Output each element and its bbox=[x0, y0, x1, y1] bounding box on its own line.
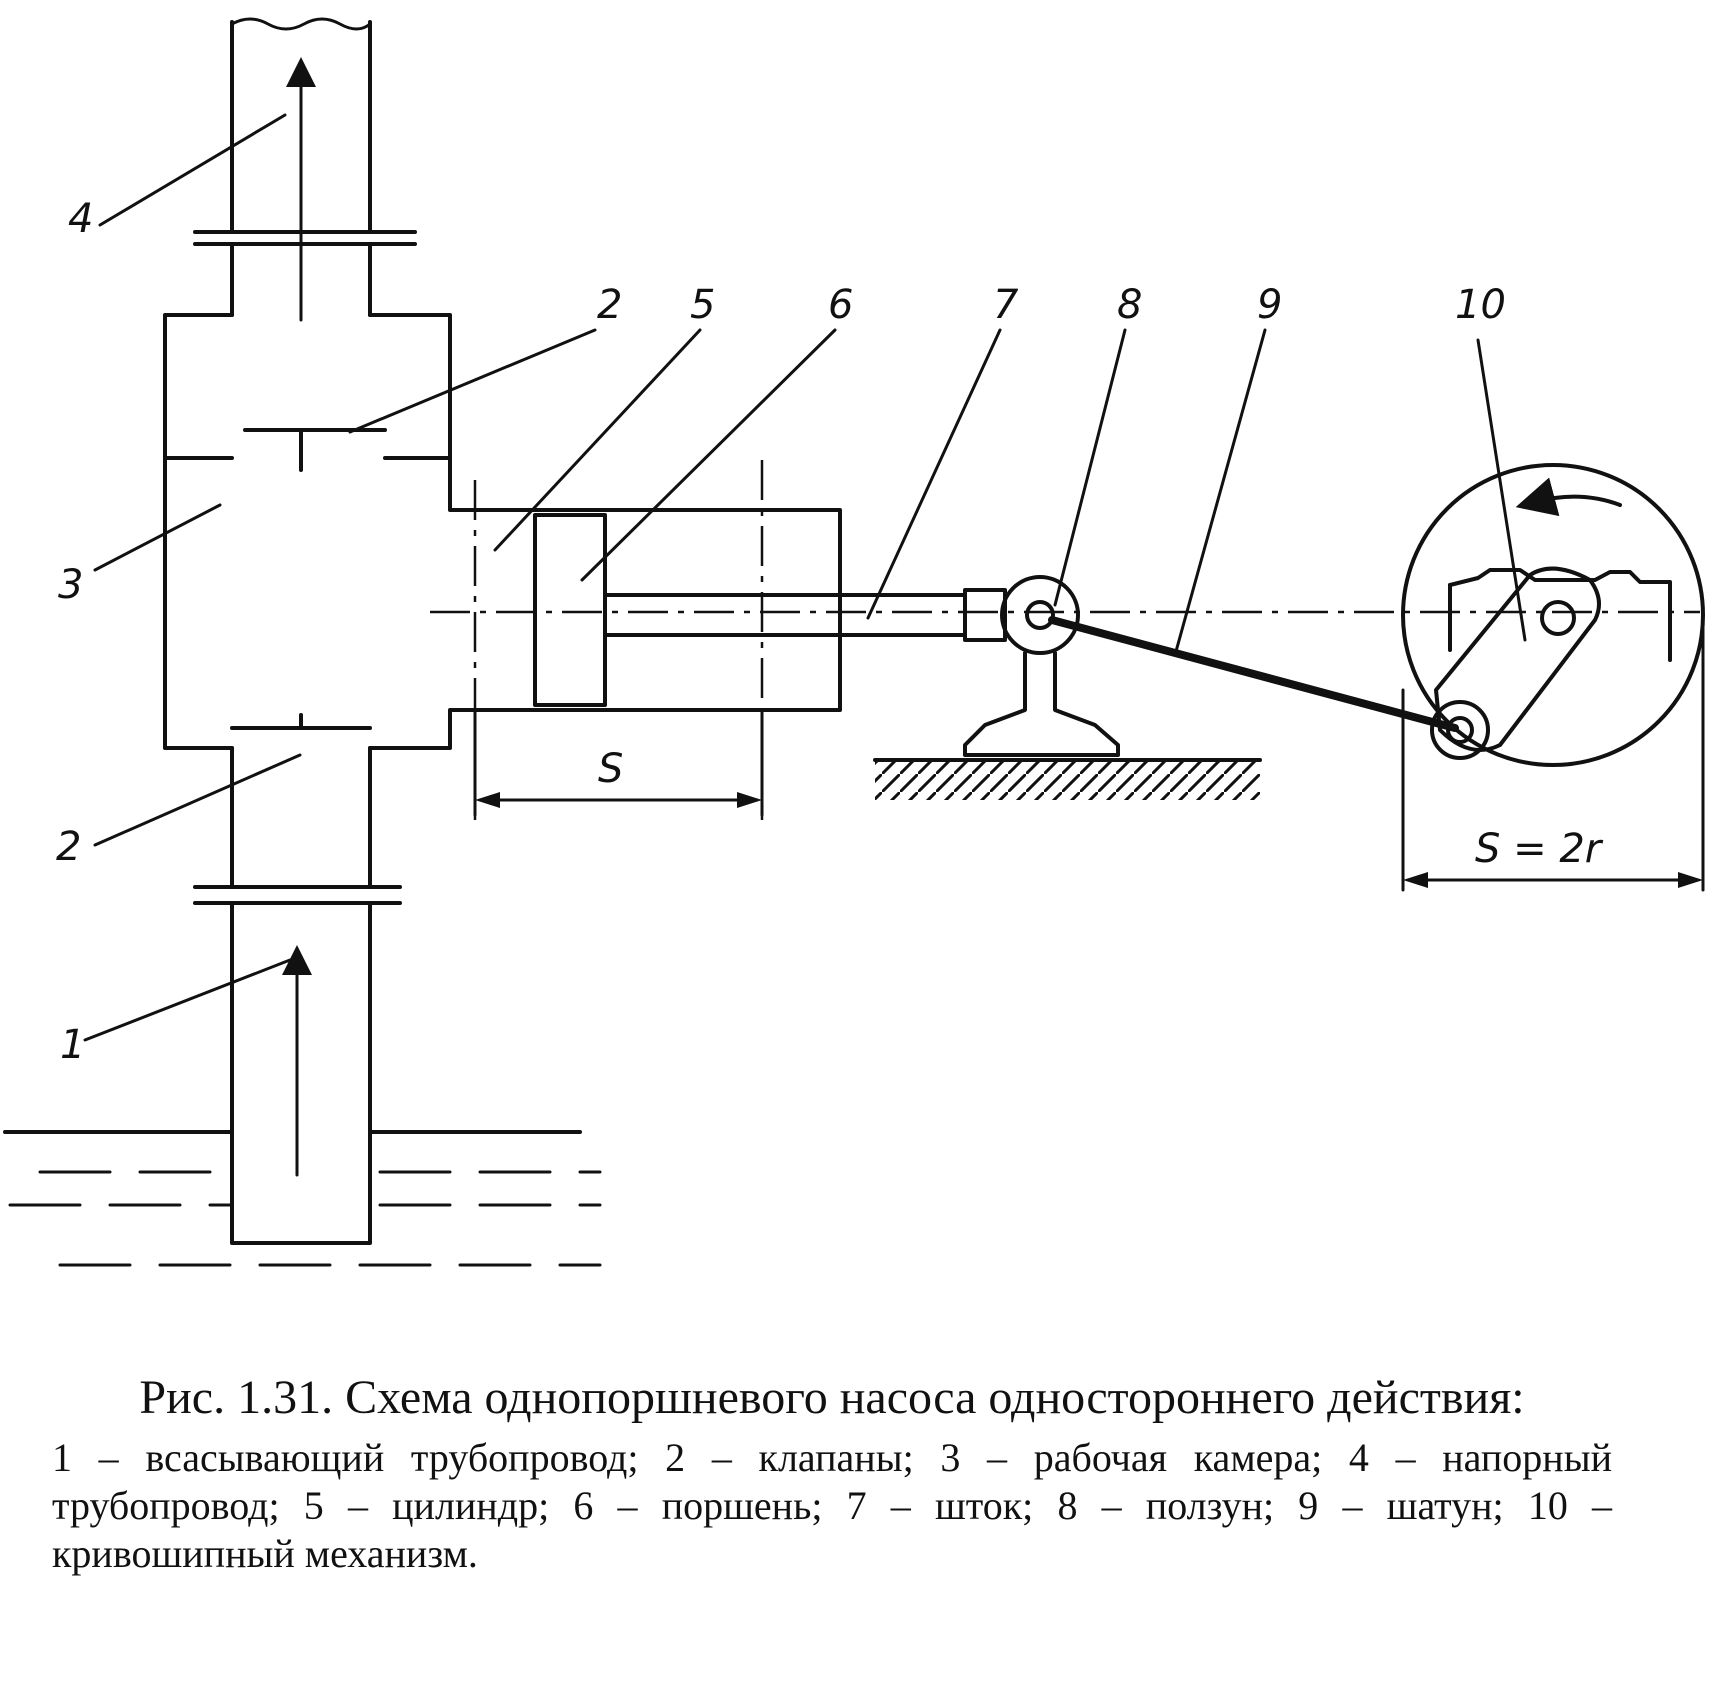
ground bbox=[873, 758, 1262, 800]
working-chamber bbox=[163, 313, 477, 750]
label-stroke: S bbox=[598, 746, 623, 792]
label-stroke-crank: S = 2r bbox=[1475, 826, 1604, 872]
label-valve-bottom: 2 bbox=[56, 824, 81, 870]
crank-stroke-dimension bbox=[1401, 613, 1705, 892]
valve-top bbox=[243, 428, 387, 472]
pump-diagram: 4 2 3 2 1 5 6 7 8 9 10 S S = 2r bbox=[3, 17, 1705, 1267]
figure-caption: Рис. 1.31. Схема однопоршневого насоса о… bbox=[52, 1368, 1612, 1578]
label-conrod: 9 bbox=[1257, 282, 1282, 328]
label-discharge-pipe: 4 bbox=[68, 196, 93, 242]
discharge-pipe bbox=[193, 17, 417, 322]
caption-legend: 1 – всасывающий трубопровод; 2 – клапаны… bbox=[52, 1435, 1612, 1576]
crank-mechanism bbox=[1401, 463, 1705, 767]
part-labels: 4 2 3 2 1 5 6 7 8 9 10 S S = 2r bbox=[56, 196, 1604, 1068]
label-suction-pipe: 1 bbox=[60, 1022, 85, 1068]
label-valve-top: 2 bbox=[597, 282, 622, 328]
label-chamber: 3 bbox=[58, 562, 83, 608]
label-rod: 7 bbox=[993, 282, 1019, 328]
label-slider: 8 bbox=[1117, 282, 1142, 328]
leader-lines bbox=[83, 113, 1527, 1042]
caption-title: Рис. 1.31. Схема однопоршневого насоса о… bbox=[139, 1371, 1525, 1424]
slider bbox=[963, 575, 1120, 757]
piston bbox=[533, 513, 607, 707]
stroke-dimension bbox=[473, 708, 764, 817]
suction-pipe bbox=[193, 746, 402, 1245]
connecting-rod bbox=[1048, 616, 1459, 732]
label-piston: 6 bbox=[828, 282, 853, 328]
liquid-surface bbox=[3, 1130, 602, 1267]
label-cylinder: 5 bbox=[690, 282, 715, 328]
piston-rod bbox=[603, 588, 1007, 642]
valve-bottom bbox=[230, 713, 372, 730]
label-crank: 10 bbox=[1455, 282, 1506, 328]
